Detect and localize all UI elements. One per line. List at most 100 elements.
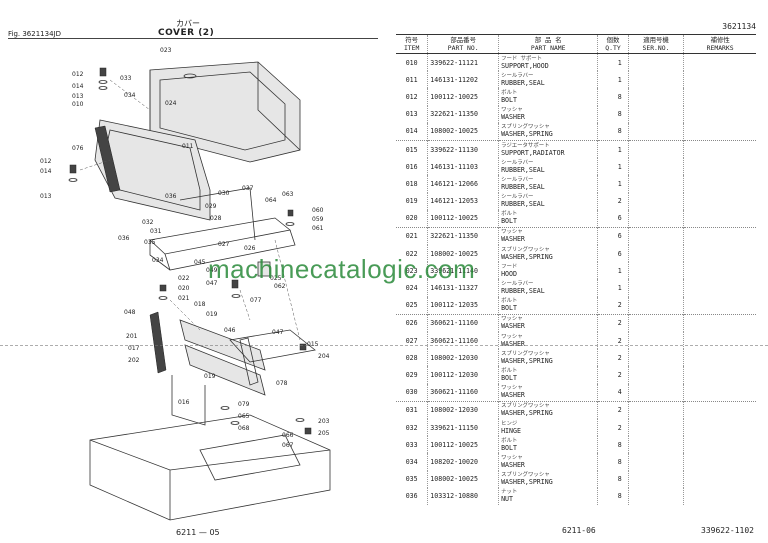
left-page-number: 6211 — 05: [176, 528, 220, 537]
callout-label: 047: [206, 280, 218, 287]
qty-cell: 2: [597, 418, 629, 437]
right-page-number: 6211-06: [562, 526, 596, 535]
callout-label: 034: [152, 257, 164, 264]
remarks-cell: [683, 418, 756, 437]
callout-label: 202: [128, 357, 140, 364]
part-name-english: SUPPORT,HOOD: [501, 61, 549, 70]
ser-no-cell: [627, 53, 684, 72]
qty-cell: 8: [597, 122, 629, 141]
ser-no-cell: [627, 209, 684, 228]
qty-cell: 1: [597, 175, 629, 193]
watermark: machinecatalogic.com: [208, 254, 476, 284]
callout-label: 013: [40, 193, 52, 200]
callout-label: 048: [124, 309, 136, 316]
qty-cell: 8: [597, 105, 629, 123]
item-cell: 015: [396, 139, 428, 159]
ser-no-cell: [627, 366, 684, 384]
callout-label: 061: [312, 225, 324, 232]
part-no-cell: 108002-12030: [427, 349, 499, 367]
item-cell: 030: [405, 388, 418, 397]
item-cell: 035: [405, 475, 418, 484]
remarks-cell: [683, 279, 756, 297]
qty-cell: 8: [597, 453, 629, 471]
document-number: 3621134: [722, 22, 756, 31]
callout-label: 067: [282, 442, 294, 449]
part-name-english: WASHER,SPRING: [501, 478, 553, 487]
qty-cell: 1: [597, 279, 629, 297]
ser-no-cell: [627, 139, 684, 159]
remarks-cell: [683, 332, 756, 350]
remarks-cell: [683, 139, 756, 159]
part-name-english: NUT: [501, 495, 513, 504]
part-name-japanese: ボルト: [501, 298, 518, 305]
callout-label: 033: [120, 75, 132, 82]
part-name-japanese: スプリングワッシャ: [501, 124, 550, 131]
qty-cell: 2: [597, 192, 629, 210]
ser-no-cell: [627, 226, 684, 246]
part-name-japanese: ワッシャ: [501, 385, 523, 392]
callout-label: 032: [142, 219, 154, 226]
part-name-japanese: スプリングワッシャ: [501, 472, 550, 479]
ser-no-cell: [627, 400, 684, 419]
qty-cell: 2: [597, 296, 629, 315]
part-name-japanese: フード: [501, 263, 518, 270]
remarks-cell: [683, 71, 756, 89]
part-name-english: WASHER: [501, 460, 525, 469]
item-cell: 033: [405, 440, 418, 449]
catalog-number: 339622-1102: [701, 526, 754, 535]
part-no-cell: 100112-12030: [427, 366, 499, 384]
part-name-japanese: シールラバー: [501, 281, 534, 288]
part-name-japanese: スプリングワッシャ: [501, 350, 550, 357]
callout-label: 064: [265, 197, 277, 204]
part-name-english: WASHER,SPRING: [501, 130, 553, 139]
ser-no-cell: [627, 88, 684, 106]
part-no-cell: 360621-11160: [427, 383, 499, 402]
qty-cell: 6: [597, 245, 629, 263]
part-name-english: RUBBER,SEAL: [501, 287, 545, 296]
item-cell: 012: [405, 92, 418, 101]
callout-label: 059: [312, 216, 324, 223]
part-name-english: BOLT: [501, 373, 517, 382]
remarks-cell: [683, 105, 756, 123]
part-no-cell: 100112-10025: [427, 436, 499, 454]
part-no-cell: 108002-10025: [427, 470, 499, 488]
side-cover-part: [94, 119, 211, 221]
part-name-english: RUBBER,SEAL: [501, 200, 545, 209]
part-name-english: WASHER,SPRING: [501, 252, 553, 261]
remarks-cell: [683, 122, 756, 141]
item-cell: 029: [405, 370, 418, 379]
callout-label: 060: [312, 207, 324, 214]
callout-label: 023: [160, 47, 172, 54]
item-cell: 019: [405, 197, 418, 206]
ser-no-cell: [627, 105, 684, 123]
remarks-cell: [683, 226, 756, 246]
callout-label: 076: [72, 145, 84, 152]
page-title: COVER (2): [158, 28, 215, 38]
part-name-japanese: フード サポート: [501, 55, 543, 62]
item-cell: 014: [405, 127, 418, 136]
remarks-cell: [683, 158, 756, 176]
part-no-cell: 108002-10025: [427, 122, 499, 141]
ser-no-cell: [627, 122, 684, 141]
callout-label: 011: [182, 143, 194, 150]
callout-label: 063: [282, 191, 294, 198]
